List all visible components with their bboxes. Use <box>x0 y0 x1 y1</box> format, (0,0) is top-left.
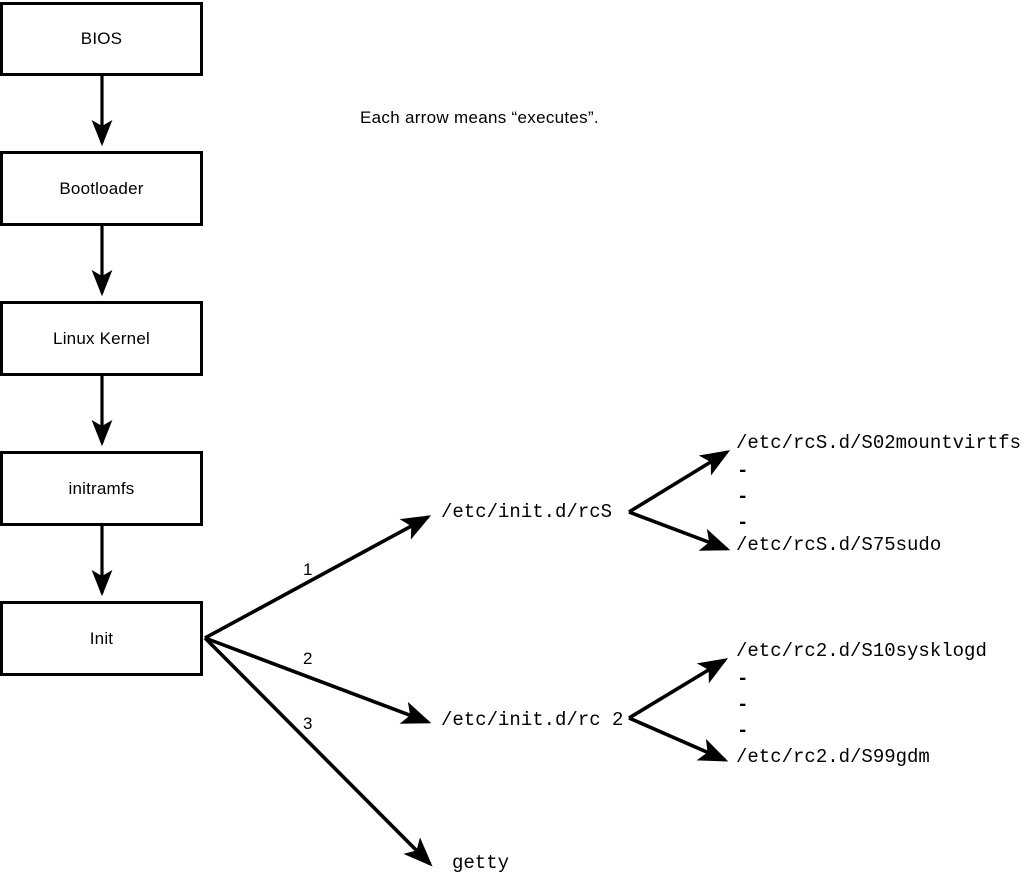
node-init[interactable]: Init <box>0 601 203 676</box>
node-linux-kernel-label: Linux Kernel <box>53 328 150 348</box>
branch-number-1: 1 <box>303 560 313 579</box>
label-rcs-last-script[interactable]: /etc/rcS.d/S75sudo <box>736 534 942 556</box>
node-bootloader-label: Bootloader <box>59 178 144 198</box>
rc2-arrow-to-first-script <box>628 658 729 720</box>
node-bootloader[interactable]: Bootloader <box>0 151 203 226</box>
label-rc2-first-script[interactable]: /etc/rc2.d/S10sysklogd <box>736 640 987 662</box>
label-etc-init-d-rcs[interactable]: /etc/init.d/rcS <box>441 501 613 523</box>
rc2-arrow-to-last-script <box>628 716 729 762</box>
node-initramfs-label: initramfs <box>68 478 135 498</box>
label-rcs-first-script[interactable]: /etc/rcS.d/S02mountvirtfs <box>736 432 1022 454</box>
branch-number-2: 2 <box>303 649 313 668</box>
rc2-ellipsis-dot-1: - <box>737 668 749 690</box>
rc2-ellipsis-dot-3: - <box>737 720 749 742</box>
rcs-arrow-to-first-script <box>628 450 731 514</box>
rcs-ellipsis-dot-1: - <box>737 460 749 482</box>
node-linux-kernel[interactable]: Linux Kernel <box>0 301 203 376</box>
rc2-ellipsis-dot-2: - <box>737 694 749 716</box>
diagram-caption: Each arrow means “executes”. <box>360 108 599 127</box>
init-arrow-2-to-rc2 <box>204 636 432 724</box>
init-arrow-3-to-getty <box>203 636 433 867</box>
label-etc-init-d-rc2[interactable]: /etc/init.d/rc 2 <box>441 709 624 731</box>
node-bios-label: BIOS <box>80 29 123 48</box>
node-init-label: Init <box>89 628 114 648</box>
node-bios[interactable]: BIOS <box>0 2 203 76</box>
rcs-arrow-to-last-script <box>628 510 731 551</box>
init-arrow-1-to-rcs <box>204 515 432 640</box>
node-initramfs[interactable]: initramfs <box>0 451 203 526</box>
rcs-ellipsis-dot-3: - <box>737 512 749 534</box>
label-getty[interactable]: getty <box>452 852 510 874</box>
label-rc2-last-script[interactable]: /etc/rc2.d/S99gdm <box>736 746 930 768</box>
rcs-ellipsis-dot-2: - <box>737 486 749 508</box>
branch-number-3: 3 <box>303 714 313 733</box>
